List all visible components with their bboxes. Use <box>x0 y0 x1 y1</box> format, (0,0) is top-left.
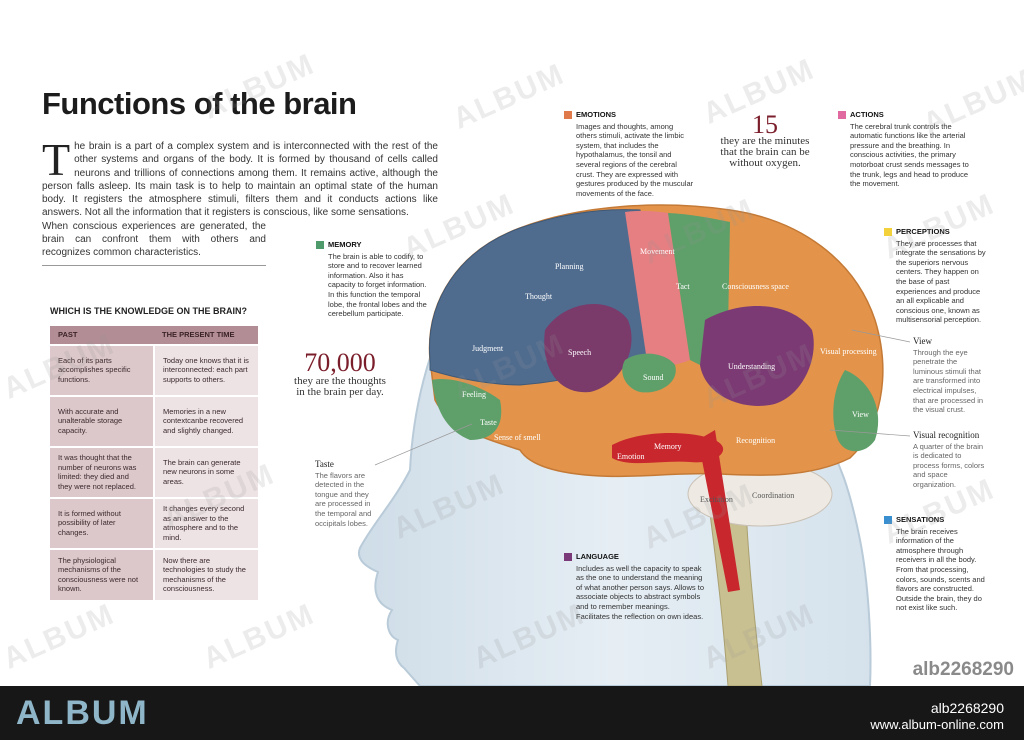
callout-text: Images and thoughts, among others stimul… <box>576 121 694 198</box>
language-swatch <box>564 552 572 561</box>
subnote-taste: Taste The flavors are detected in the to… <box>315 459 377 528</box>
callout-title: ACTIONS <box>850 110 884 119</box>
region-label: Planning <box>555 262 583 271</box>
callout-text: The brain receives information of the at… <box>896 526 985 613</box>
region-label: Movement <box>640 247 675 256</box>
region-label: Tact <box>676 282 690 291</box>
brain-illustration: Planning Thought Judgment Speech Feeling… <box>358 204 911 686</box>
table-cell-past: The physiological mechanisms of the cons… <box>50 547 155 600</box>
region-label: Visual processing <box>820 347 877 356</box>
table-cell-past: Each of its parts accomplishes specific … <box>50 343 155 396</box>
table-cell-past: With accurate and unalterable storage ca… <box>50 394 155 447</box>
intro-paragraph-2: When conscious experiences are generated… <box>42 220 266 259</box>
subnote-title: Taste <box>315 459 334 469</box>
region-label: Sound <box>643 373 663 382</box>
region-label: Consciousness space <box>722 282 789 291</box>
callout-title: MEMORY <box>328 240 362 249</box>
region-label: Sense of smell <box>494 433 541 442</box>
region-label: Thought <box>525 292 553 301</box>
perceptions-swatch <box>884 227 892 236</box>
subnote-title: View <box>913 336 932 346</box>
cerebrum-feeling <box>432 379 502 440</box>
drop-cap: T <box>42 134 71 185</box>
callout-emotions: EMOTIONS Images and thoughts, among othe… <box>564 110 696 198</box>
cerebrum-understanding <box>700 306 814 406</box>
callout-text: The brain is able to codify, to store an… <box>328 251 427 319</box>
table-row: The physiological mechanisms of the cons… <box>50 547 258 600</box>
footer-bar: ALBUM alb2268290 www.album-online.com <box>0 686 1024 740</box>
leader-line <box>851 329 911 343</box>
region-label: Judgment <box>472 344 504 353</box>
footer-image-id: alb2268290 <box>930 700 1004 716</box>
memory-swatch <box>316 240 324 249</box>
region-label: Taste <box>480 418 497 427</box>
cerebrum-sound <box>622 353 676 393</box>
region-label: Memory <box>654 442 682 451</box>
callout-title: SENSATIONS <box>896 515 945 524</box>
stat-caption: they are the minutes that the brain can … <box>720 135 810 169</box>
table-row: It was thought that the number of neuron… <box>50 445 258 498</box>
album-logo: ALBUM <box>16 694 149 732</box>
region-label: Coordination <box>752 491 794 500</box>
table-title: WHICH IS THE KNOWLEDGE ON THE BRAIN? <box>50 306 247 316</box>
table-cell-present: Now there are technologies to study the … <box>154 547 258 600</box>
table-cell-past: It is formed without possibility of late… <box>50 496 155 549</box>
cerebrum-motor <box>625 210 690 368</box>
footer-url[interactable]: www.album-online.com <box>870 717 1004 732</box>
stat-caption: they are the thoughts in the brain per d… <box>294 375 386 398</box>
intro-paragraph: he brain is a part of a complex system a… <box>42 141 438 219</box>
region-label: Emotion <box>617 452 645 461</box>
subnote-text: The flavors are detected in the tongue a… <box>315 470 372 528</box>
emotions-swatch <box>564 110 572 119</box>
table-header-past: PAST <box>50 326 154 345</box>
callout-language: LANGUAGE Includes as well the capacity t… <box>564 552 704 621</box>
sensations-swatch <box>884 515 892 524</box>
table-row: With accurate and unalterable storage ca… <box>50 394 258 447</box>
page-title: Functions of the brain <box>42 86 357 121</box>
table-cell-present: Memories in a new contextcanbe recovered… <box>154 394 258 447</box>
subnote-text: A quarter of the brain is dedicated to p… <box>913 441 985 489</box>
table-cell-present: It changes every second as an answer to … <box>154 496 258 549</box>
table-header-present: THE PRESENT TIME <box>154 326 258 345</box>
subnote-visual-recognition: Visual recognition A quarter of the brai… <box>913 430 985 490</box>
callout-title: EMOTIONS <box>576 110 617 119</box>
region-label: View <box>852 410 869 419</box>
table-cell-present: The brain can generate new neurons in so… <box>154 445 258 498</box>
subnote-text: Through the eye penetrate the luminous s… <box>913 347 984 415</box>
region-label: Speech <box>568 348 591 357</box>
callout-perceptions: PERCEPTIONS They are processes that inte… <box>884 227 988 325</box>
region-label: Excitation <box>700 495 733 504</box>
intro-divider <box>42 265 266 266</box>
callout-title: PERCEPTIONS <box>896 227 950 236</box>
callout-actions: ACTIONS The cerebral trunk controls the … <box>838 110 970 189</box>
table-cell-present: Today one knows that it is interconnecte… <box>154 343 258 396</box>
callout-text: They are processes that integrate the se… <box>896 238 986 325</box>
table-row: It is formed without possibility of late… <box>50 496 258 549</box>
callout-title: LANGUAGE <box>576 552 619 561</box>
callout-sensations: SENSATIONS The brain receives informatio… <box>884 515 988 613</box>
limbic-system <box>612 433 724 464</box>
leader-line <box>829 429 911 437</box>
callout-text: The cerebral trunk controls the automati… <box>850 121 969 189</box>
region-label: Recognition <box>736 436 775 445</box>
stat-number: 15 <box>752 110 778 139</box>
image-id: alb2268290 <box>912 659 1014 680</box>
table-cell-past: It was thought that the number of neuron… <box>50 445 155 498</box>
knowledge-table: PAST THE PRESENT TIME Each of its parts … <box>50 326 258 600</box>
subnote-title: Visual recognition <box>913 430 980 440</box>
subnote-view: View Through the eye penetrate the lumin… <box>913 336 985 415</box>
leader-line <box>374 423 473 466</box>
callout-memory: MEMORY The brain is able to codify, to s… <box>316 240 430 319</box>
callout-text: Includes as well the capacity to speak a… <box>576 563 704 621</box>
region-label: Understanding <box>728 362 775 371</box>
region-label: Feeling <box>462 390 486 399</box>
cerebrum-speech <box>544 303 632 393</box>
stat-number: 70,000 <box>304 348 376 377</box>
table-row: Each of its parts accomplishes specific … <box>50 343 258 396</box>
actions-swatch <box>838 110 846 119</box>
limbic-stem <box>698 430 740 592</box>
